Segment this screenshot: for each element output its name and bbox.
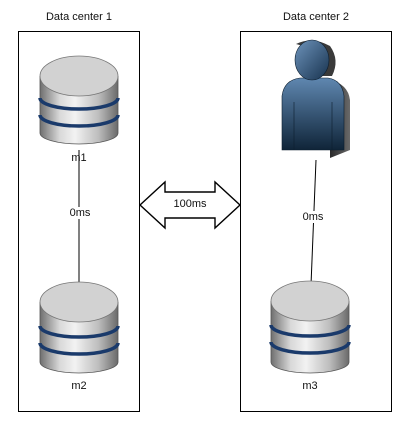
database-icon — [269, 280, 351, 374]
database-icon — [38, 55, 120, 145]
data-center-2-box — [240, 31, 392, 412]
data-center-1-box — [18, 31, 140, 412]
latency-label-dc2: 0ms — [297, 211, 329, 223]
node-label-m3: m3 — [302, 380, 318, 392]
data-center-2-title: Data center 2 — [282, 11, 350, 23]
data-center-1-title: Data center 1 — [45, 11, 113, 23]
node-label-m1: m1 — [71, 152, 87, 164]
double-arrow-icon — [138, 180, 242, 230]
user-icon — [281, 39, 350, 158]
latency-label-inter-dc: 100ms — [173, 198, 207, 210]
node-label-m2: m2 — [71, 380, 87, 392]
latency-label-dc1: 0ms — [64, 207, 96, 219]
database-icon — [38, 281, 120, 374]
